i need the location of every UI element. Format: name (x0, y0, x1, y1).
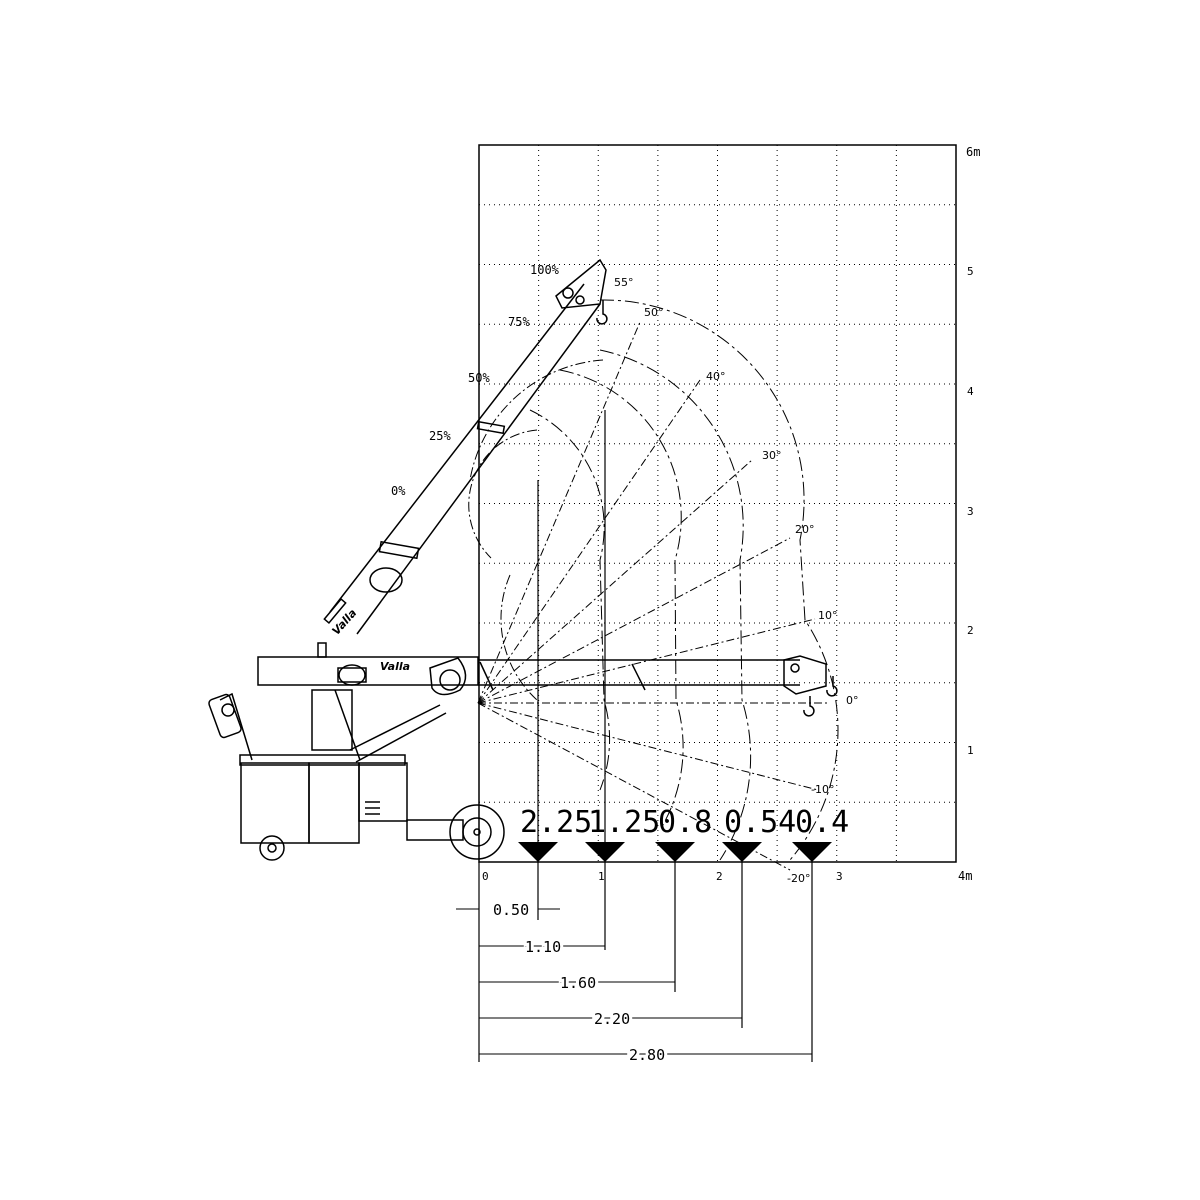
x-tick-label: 1 (598, 870, 605, 883)
x-axis-ticks: 0 1 2 3 (482, 870, 843, 883)
load-marker-triangle (722, 842, 762, 862)
y-tick-label: 4 (967, 385, 974, 398)
crane-body (208, 258, 838, 861)
dimension-lines (456, 908, 812, 1055)
angle-label: 10° (818, 609, 838, 622)
arc-25pct (469, 359, 604, 481)
dimension-value: 1.60 (560, 974, 596, 992)
angle-label: -20° (787, 872, 810, 885)
y-tick-label: 5 (967, 265, 974, 278)
y-axis-ticks: 1 2 3 4 5 (967, 265, 974, 757)
angle-label: 55° (614, 276, 634, 289)
extension-label: 0% (391, 484, 406, 498)
angle-arcs (468, 299, 839, 861)
angle-label: 0° (846, 694, 859, 707)
boom-raised (323, 258, 608, 635)
angle-label: 40° (706, 370, 726, 383)
load-markers: 2.25 1.25 0.8 0.54 0.4 (518, 805, 849, 862)
x-tick-label: 3 (836, 870, 843, 883)
load-marker-triangle (655, 842, 695, 862)
x-axis-max-label: 4m (958, 869, 972, 883)
angle-label: 50° (644, 306, 664, 319)
drop-lines (478, 410, 813, 1062)
extension-label: 75% (508, 315, 530, 329)
dimension-value: 1.10 (525, 938, 561, 956)
load-value: 0.8 (658, 805, 712, 840)
boom-horizontal (478, 655, 838, 717)
load-value: 2.25 (520, 805, 592, 840)
brand-logo-text: Valla (380, 660, 410, 673)
angle-label: 30° (762, 449, 782, 462)
dimension-labels: 0.50 1.10 1.60 2.20 2.80 (490, 898, 668, 1067)
arc-25pct-b (529, 409, 611, 791)
extension-label: 50% (468, 371, 490, 385)
dimension-value: 0.50 (493, 901, 529, 919)
angle-labels: 55° 50° 40° 30° 20° 10° 0° -10° -20° (614, 276, 859, 885)
angle-label: -10° (811, 783, 834, 796)
load-value: 1.25 (588, 805, 660, 840)
y-tick-label: 1 (967, 744, 974, 757)
y-tick-label: 3 (967, 505, 974, 518)
dimension-value: 2.80 (629, 1046, 665, 1064)
arc-75pct (599, 349, 752, 861)
brand-logo-text: Valla (330, 607, 360, 638)
x-tick-label: 0 (482, 870, 489, 883)
boom-extension-labels: 100% 75% 50% 25% 0% (391, 263, 560, 498)
extension-label: 100% (530, 263, 560, 277)
load-marker-triangle (792, 842, 832, 862)
chassis (208, 642, 505, 861)
load-chart-grid (478, 144, 957, 863)
load-value: 0.4 (795, 805, 849, 840)
y-axis-max-label: 6m (966, 145, 980, 159)
y-tick-label: 2 (967, 624, 974, 637)
arc-50pct (559, 369, 684, 831)
dimension-value: 2.20 (594, 1010, 630, 1028)
extension-label: 25% (429, 429, 451, 443)
x-tick-label: 2 (716, 870, 723, 883)
arc-100pct (599, 299, 839, 861)
angle-label: 20° (795, 523, 815, 536)
load-value: 0.54 (724, 805, 796, 840)
